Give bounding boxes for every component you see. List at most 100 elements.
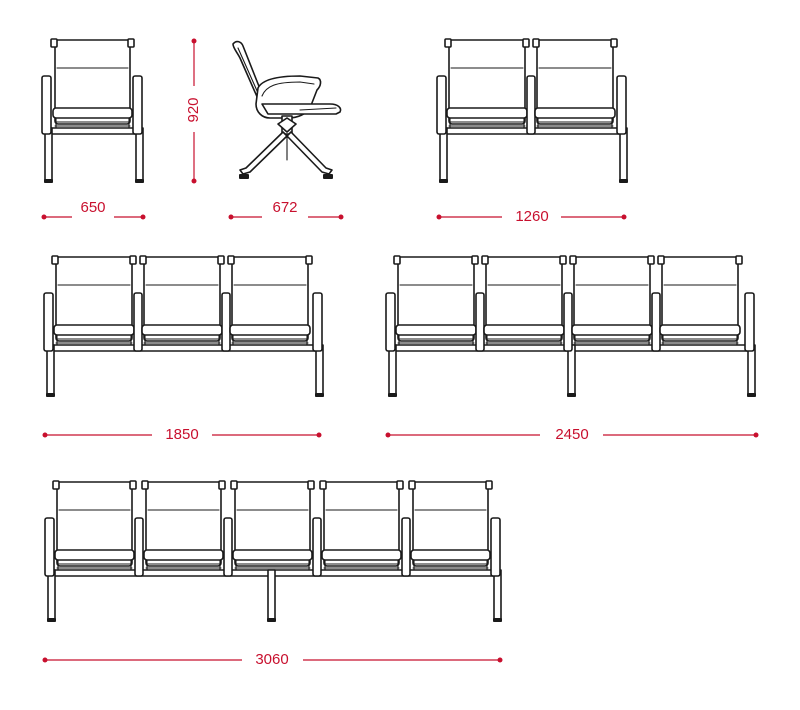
armrest: [563, 292, 573, 352]
seat-cushion: [52, 107, 133, 119]
dimension-label-920: 920: [185, 97, 202, 122]
armrest: [436, 75, 447, 135]
seat: [227, 255, 313, 346]
two-seat-front-view: [436, 38, 628, 183]
seat-back: [323, 481, 400, 567]
seat-back: [536, 39, 614, 125]
dimension-label-672: 672: [272, 199, 297, 216]
seat: [657, 255, 743, 346]
seat-back: [661, 256, 739, 342]
seat: [393, 255, 485, 352]
seat-back: [397, 256, 475, 342]
three-seat-front-view: [43, 255, 324, 397]
seat-back: [54, 39, 131, 125]
seat-cushion: [534, 107, 616, 119]
leg: [439, 127, 448, 183]
leg: [135, 127, 144, 183]
seat-cushion: [446, 107, 528, 119]
armrest: [44, 517, 55, 577]
armrest: [490, 517, 501, 577]
seat: [319, 480, 411, 577]
leg: [44, 127, 53, 183]
seat: [141, 480, 233, 577]
dimension-single-depth: 672: [228, 199, 344, 220]
leg: [747, 344, 756, 397]
leg-foot: [567, 393, 576, 397]
side-view-chair: [232, 40, 342, 179]
seat-back: [143, 256, 221, 342]
seat-back: [55, 256, 133, 342]
seat-back: [234, 481, 311, 567]
seat: [139, 255, 231, 352]
seat-cushion: [410, 549, 491, 561]
dimension-single-width: 650: [41, 199, 146, 220]
leg-foot: [388, 393, 397, 397]
seat: [569, 255, 661, 352]
armrest: [223, 517, 233, 577]
leg-foot: [747, 393, 756, 397]
seat-back: [412, 481, 489, 567]
leg-foot: [47, 618, 56, 622]
seat: [50, 38, 135, 129]
seat-cushion: [395, 324, 477, 336]
dimension-label-1850: 1850: [165, 426, 198, 443]
armrest: [134, 517, 144, 577]
five-seat-front-view: [44, 480, 502, 622]
leg-foot: [44, 179, 53, 183]
armrest: [475, 292, 485, 352]
leg-foot: [315, 393, 324, 397]
leg: [619, 127, 628, 183]
seat-back: [56, 481, 133, 567]
seat-cushion: [141, 324, 223, 336]
armrest: [744, 292, 755, 352]
seat-back: [448, 39, 526, 125]
seat-cushion: [54, 549, 135, 561]
armrest: [43, 292, 54, 352]
armrest: [312, 517, 322, 577]
seat-back: [485, 256, 563, 342]
leg: [47, 569, 56, 622]
leg-foot: [267, 618, 276, 622]
seat: [532, 38, 618, 129]
seat-back: [145, 481, 222, 567]
dimension-label-1260: 1260: [515, 208, 548, 225]
leg-foot: [135, 179, 144, 183]
armrest: [616, 75, 627, 135]
four-seat-front-view: [385, 255, 756, 397]
dimension-five-seat-width: 3060: [42, 651, 503, 668]
dimension-label-650: 650: [80, 199, 105, 216]
beam: [47, 344, 318, 352]
leg: [46, 344, 55, 397]
seat-cushion: [143, 549, 224, 561]
armrest: [221, 292, 231, 352]
seat-cushion: [571, 324, 653, 336]
leg: [267, 569, 276, 622]
armrest: [312, 292, 323, 352]
armrest: [651, 292, 661, 352]
seat: [444, 38, 536, 135]
leg-foot: [439, 179, 448, 183]
leg-foot: [46, 393, 55, 397]
dimension-single-height: 920: [185, 38, 202, 184]
seat-cushion: [321, 549, 402, 561]
seat-cushion: [232, 549, 313, 561]
seat-cushion: [483, 324, 565, 336]
armrest: [401, 517, 411, 577]
armrest: [133, 292, 143, 352]
dimension-four-seat-width: 2450: [385, 426, 759, 443]
armrest: [41, 75, 52, 135]
single-front-front-view: [41, 38, 144, 183]
dimension-label-2450: 2450: [555, 426, 588, 443]
dimension-three-seat-width: 1850: [42, 426, 322, 443]
seat-cushion: [659, 324, 741, 336]
seat: [408, 480, 493, 571]
seat: [230, 480, 322, 577]
seat-back: [231, 256, 309, 342]
beam: [45, 127, 138, 135]
armrest: [526, 75, 536, 135]
leg: [315, 344, 324, 397]
armrest: [385, 292, 396, 352]
leg-foot: [493, 618, 502, 622]
seat: [481, 255, 573, 352]
